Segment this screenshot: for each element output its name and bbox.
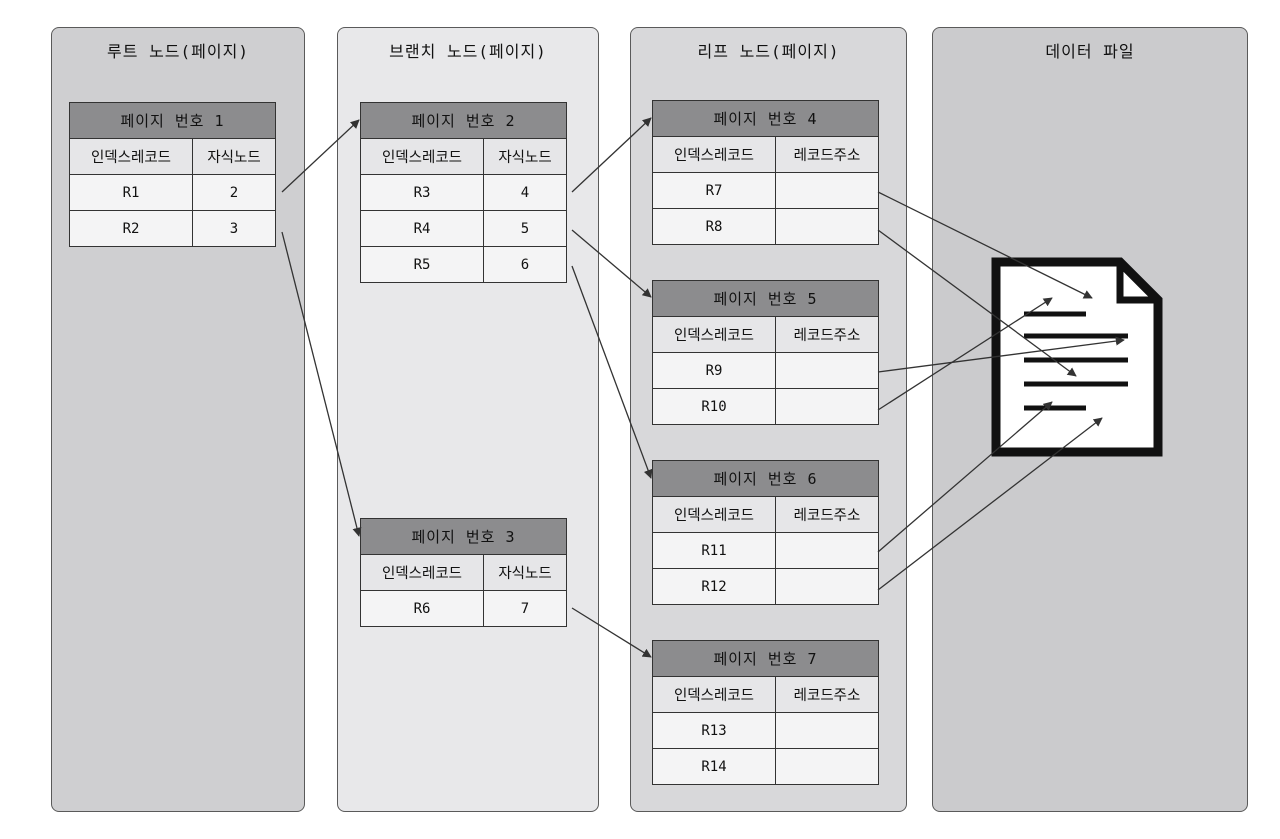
child-page: 3: [192, 210, 276, 247]
arrow-p1-r2-to-page-3: [281, 231, 362, 537]
record-key: R5: [360, 246, 484, 283]
child-page: 6: [483, 246, 567, 283]
table-row: R14: [652, 748, 879, 785]
table-row: R12: [652, 568, 879, 605]
arrow-r9-to-data: [877, 336, 1125, 373]
arrow-p3-r6-to-page-7: [571, 607, 652, 658]
page-4-table: 페이지 번호 4 인덱스레코드 레코드주소 R7 R8: [652, 100, 879, 245]
page-7-title: 페이지 번호 7: [652, 640, 879, 677]
page-2-table: 페이지 번호 2 인덱스레코드 자식노드 R3 4 R4 5 R5 6: [360, 102, 567, 283]
page-3-table: 페이지 번호 3 인덱스레코드 자식노드 R6 7: [360, 518, 567, 627]
arrow-p2-r3-to-page-4: [571, 117, 652, 193]
record-key: R12: [652, 568, 776, 605]
record-key: R2: [69, 210, 193, 247]
table-row: R10: [652, 388, 879, 425]
table-row: R7: [652, 172, 879, 209]
arrow-r7-to-data: [877, 191, 1093, 299]
table-row: R11: [652, 532, 879, 569]
record-address-header: 레코드주소: [775, 136, 879, 173]
child-node-header: 자식노드: [192, 138, 276, 175]
page-4-title: 페이지 번호 4: [652, 100, 879, 137]
index-record-header: 인덱스레코드: [69, 138, 193, 175]
child-page: 7: [483, 590, 567, 627]
page-3-title: 페이지 번호 3: [360, 518, 567, 555]
child-node-header: 자식노드: [483, 554, 567, 591]
arrow-p1-r1-to-page-2: [281, 119, 360, 193]
index-record-header: 인덱스레코드: [652, 676, 776, 713]
record-key: R8: [652, 208, 776, 245]
record-address-header: 레코드주소: [775, 316, 879, 353]
data-file-title: 데이터 파일: [1045, 42, 1135, 61]
index-record-header: 인덱스레코드: [360, 138, 484, 175]
record-address: [775, 712, 879, 749]
record-key: R3: [360, 174, 484, 211]
record-key: R10: [652, 388, 776, 425]
record-key: R4: [360, 210, 484, 247]
record-address: [775, 172, 879, 209]
table-row: R6 7: [360, 590, 567, 627]
arrow-p2-r5-to-page-6: [571, 265, 653, 479]
index-record-header: 인덱스레코드: [652, 136, 776, 173]
arrow-p2-r4-to-page-5: [571, 229, 652, 298]
record-address: [775, 748, 879, 785]
record-address: [775, 208, 879, 245]
record-key: R9: [652, 352, 776, 389]
record-key: R11: [652, 532, 776, 569]
arrow-r8-to-data: [877, 229, 1077, 377]
child-page: 2: [192, 174, 276, 211]
table-row: R13: [652, 712, 879, 749]
arrow-r11-to-data: [877, 401, 1053, 553]
arrow-r10-to-data: [877, 297, 1053, 411]
branch-node-title: 브랜치 노드(페이지): [389, 42, 547, 61]
leaf-node-title: 리프 노드(페이지): [697, 42, 840, 61]
page-6-title: 페이지 번호 6: [652, 460, 879, 497]
arrow-r12-to-data: [877, 417, 1103, 591]
record-address: [775, 388, 879, 425]
record-address: [775, 568, 879, 605]
index-record-header: 인덱스레코드: [652, 496, 776, 533]
page-7-table: 페이지 번호 7 인덱스레코드 레코드주소 R13 R14: [652, 640, 879, 785]
record-address: [775, 532, 879, 569]
page-5-table: 페이지 번호 5 인덱스레코드 레코드주소 R9 R10: [652, 280, 879, 425]
child-node-header: 자식노드: [483, 138, 567, 175]
child-page: 4: [483, 174, 567, 211]
record-key: R6: [360, 590, 484, 627]
record-key: R13: [652, 712, 776, 749]
page-6-table: 페이지 번호 6 인덱스레코드 레코드주소 R11 R12: [652, 460, 879, 605]
page-2-title: 페이지 번호 2: [360, 102, 567, 139]
table-row: R2 3: [69, 210, 276, 247]
root-node-title: 루트 노드(페이지): [107, 42, 249, 61]
page-1-table: 페이지 번호 1 인덱스레코드 자식노드 R1 2 R2 3: [69, 102, 276, 247]
table-row: R1 2: [69, 174, 276, 211]
table-row: R5 6: [360, 246, 567, 283]
record-key: R1: [69, 174, 193, 211]
page-1-title: 페이지 번호 1: [69, 102, 276, 139]
record-key: R7: [652, 172, 776, 209]
table-row: R3 4: [360, 174, 567, 211]
record-address-header: 레코드주소: [775, 676, 879, 713]
document-icon: [991, 257, 1163, 457]
table-row: R8: [652, 208, 879, 245]
record-address-header: 레코드주소: [775, 496, 879, 533]
